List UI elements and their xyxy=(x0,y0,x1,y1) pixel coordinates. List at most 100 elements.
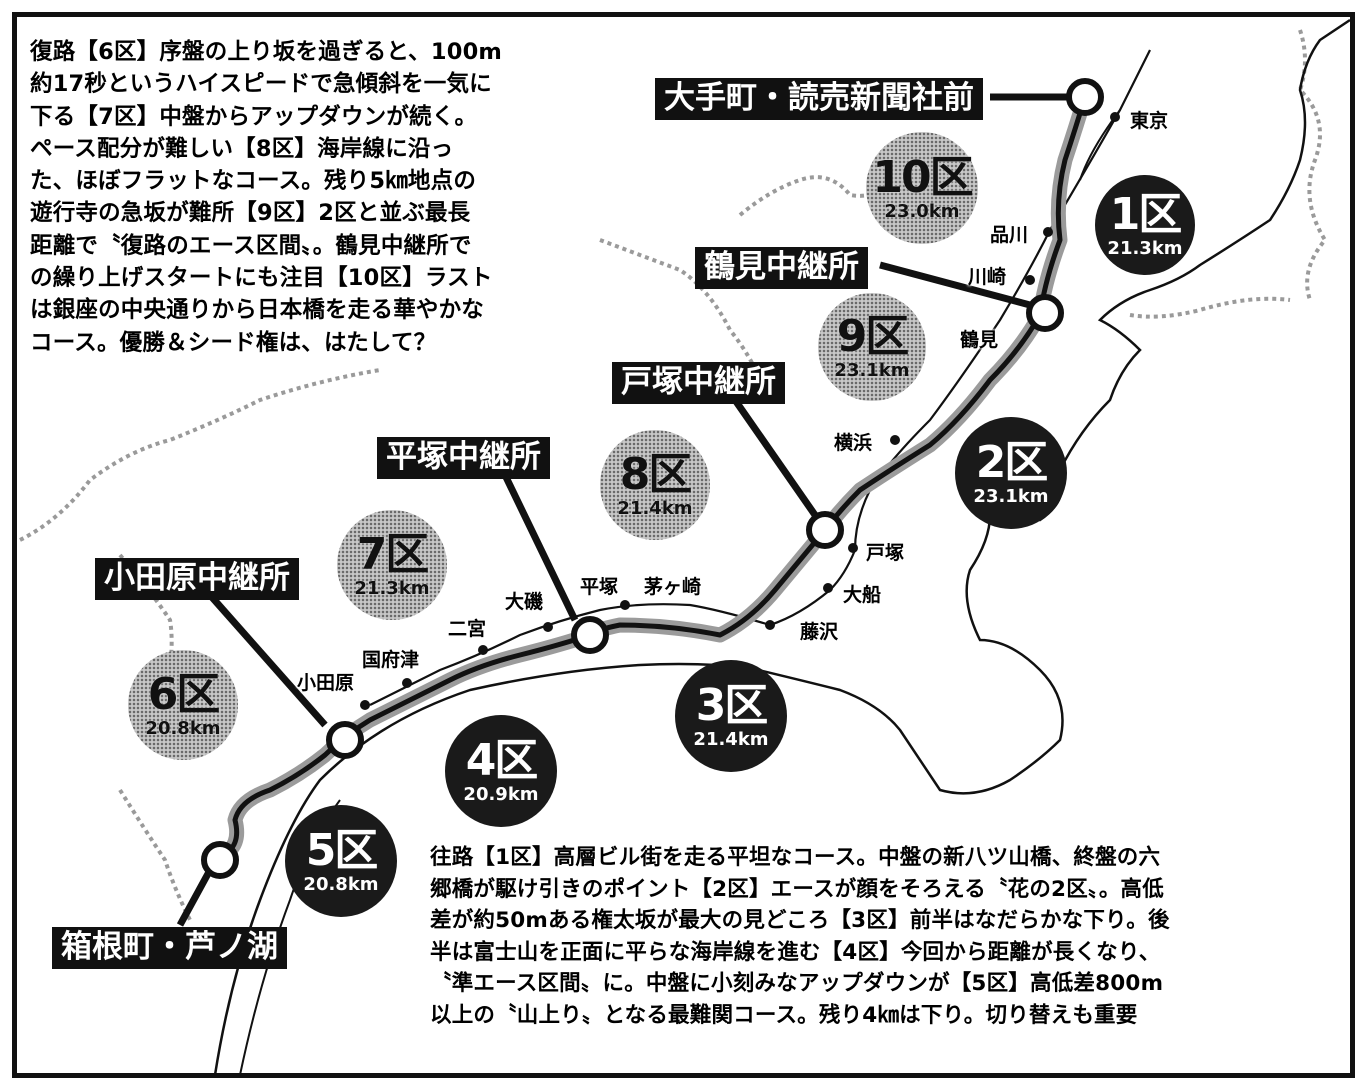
section-badge-2: 2区 23.1km xyxy=(955,417,1067,529)
relay-label-otemachi: 大手町・読売新聞社前 xyxy=(655,78,983,120)
return-line: 約17秒というハイスピードで急傾斜を一気に xyxy=(30,71,492,98)
leader-hakone xyxy=(176,868,214,927)
station-label-oiso: 大磯 xyxy=(505,591,544,613)
station-label-shinagawa: 品川 xyxy=(990,224,1029,246)
return-line: ペース配分が難しい【8区】海岸線に沿っ xyxy=(30,135,454,162)
section-4-distance: 20.9km xyxy=(463,783,539,805)
section-7-distance: 21.3km xyxy=(354,577,430,599)
section-1-label: 1区 xyxy=(1109,188,1183,240)
station-dot-ninomiya xyxy=(478,645,488,655)
section-badge-5: 5区 20.8km xyxy=(285,805,397,917)
relay-tsurumi-marker xyxy=(1026,294,1064,332)
leader-odawara xyxy=(207,592,328,728)
station-label-ofuna: 大船 xyxy=(843,584,882,606)
return-line: 距離で〝復路のエース区間〟。鶴見中継所で xyxy=(30,232,472,259)
leader-totsuka xyxy=(732,398,818,517)
relay-label-odawara: 小田原中継所 xyxy=(95,558,299,600)
return-course-description: 復路【6区】序盤の上り坂を過ぎると、100m 約17秒というハイスピードで急傾斜… xyxy=(30,36,502,359)
section-badge-1: 1区 21.3km xyxy=(1095,175,1195,275)
station-label-tsurumi: 鶴見 xyxy=(960,329,999,351)
return-line: 遊行寺の急坂が難所【9区】2区と並ぶ最長 xyxy=(30,200,471,227)
section-badge-7: 7区 21.3km xyxy=(337,510,447,620)
railway-line xyxy=(369,49,1151,706)
relay-hiratsuka-marker xyxy=(571,616,609,654)
section-9-label: 9区 xyxy=(836,310,910,362)
section-4-label: 4区 xyxy=(465,734,539,786)
station-dots xyxy=(360,112,1120,710)
station-label-kawasaki: 川崎 xyxy=(968,266,1007,288)
outbound-line: 差が約50mある権太坂が最大の見どころ【3区】前半はなだらかな下り。後 xyxy=(430,908,1170,933)
relay-circles xyxy=(201,78,1104,879)
relay-label-hakone: 箱根町・芦ノ湖 xyxy=(52,927,287,969)
section-10-distance: 23.0km xyxy=(884,200,960,222)
station-label-odawara: 小田原 xyxy=(297,672,355,694)
relay-label-hiratsuka: 平塚中継所 xyxy=(377,437,550,479)
station-dot-shinagawa xyxy=(1043,227,1053,237)
outbound-line: 往路【1区】高層ビル街を走る平坦なコース。中盤の新八ツ山橋、終盤の六 xyxy=(430,845,1161,870)
station-label-kozu: 国府津 xyxy=(362,649,420,671)
station-label-hiratsuka: 平塚 xyxy=(580,576,619,598)
leader-tsurumi xyxy=(879,261,1031,309)
station-dot-ofuna xyxy=(823,583,833,593)
station-dot-chigasaki xyxy=(620,600,630,610)
section-3-label: 3区 xyxy=(695,679,769,731)
coastline xyxy=(213,18,1351,1076)
section-5-distance: 20.8km xyxy=(303,873,379,895)
border-hakone xyxy=(118,788,192,921)
section-7-label: 7区 xyxy=(356,528,430,580)
outbound-course-description: 往路【1区】高層ビル街を走る平坦なコース。中盤の新八ツ山橋、終盤の六 郷橋が駆け… xyxy=(430,842,1170,1031)
return-line: の繰り上げスタートにも注目【10区】ラスト xyxy=(30,265,493,292)
section-badge-3: 3区 21.4km xyxy=(675,660,787,772)
leader-hiratsuka xyxy=(501,473,579,622)
section-badge-6: 6区 20.8km xyxy=(128,650,238,760)
section-3-distance: 21.4km xyxy=(693,728,769,750)
section-badge-10: 10区 23.0km xyxy=(866,132,978,244)
relay-otemachi-marker xyxy=(1066,78,1104,116)
relay-hakone-marker xyxy=(201,841,239,879)
station-dot-oiso xyxy=(543,622,553,632)
section-6-distance: 20.8km xyxy=(145,717,221,739)
outbound-line: 郷橋が駆け引きのポイント【2区】エースが顔をそろえる〝花の2区〟。高低 xyxy=(430,876,1164,902)
section-badge-4: 4区 20.9km xyxy=(445,715,557,827)
station-dot-yokohama xyxy=(890,435,900,445)
station-label-totsuka: 戸塚 xyxy=(866,542,905,564)
section-10-label: 10区 xyxy=(872,151,973,203)
section-badge-8: 8区 21.4km xyxy=(600,430,710,540)
return-line: た、ほぼフラットなコース。残り5㎞地点の xyxy=(30,168,477,195)
section-8-distance: 21.4km xyxy=(617,497,693,519)
return-line: 下る【7区】中盤からアップダウンが続く。 xyxy=(30,103,478,130)
border-tokyo-kanagawa xyxy=(1129,296,1291,319)
leader-lines xyxy=(176,93,1068,927)
station-dot-tokyo xyxy=(1110,112,1120,122)
station-label-ninomiya: 二宮 xyxy=(448,618,487,640)
border-west xyxy=(19,368,381,542)
station-label-tokyo: 東京 xyxy=(1130,110,1169,132)
relay-label-tsurumi: 鶴見中継所 xyxy=(695,247,868,289)
section-6-label: 6区 xyxy=(147,668,221,720)
relay-odawara-marker xyxy=(326,721,364,759)
section-badge-9: 9区 23.1km xyxy=(818,293,926,401)
station-dot-kawasaki xyxy=(1025,275,1035,285)
station-label-fujisawa: 藤沢 xyxy=(800,621,839,643)
return-line: 復路【6区】序盤の上り坂を過ぎると、100m xyxy=(30,39,503,65)
station-dot-totsuka xyxy=(848,543,858,553)
outbound-line: 以上の〝山上り〟となる最難関コース。残り4㎞は下り。切り替えも重要 xyxy=(430,1002,1138,1028)
return-line: は銀座の中央通りから日本橋を走る華やかな xyxy=(30,297,485,324)
station-dot-fujisawa xyxy=(765,620,775,630)
section-5-label: 5区 xyxy=(305,824,379,876)
station-label-chigasaki: 茅ヶ崎 xyxy=(644,576,702,598)
station-dot-kozu xyxy=(402,678,412,688)
return-line: コース。優勝＆シード権は、はたして？ xyxy=(30,329,437,356)
section-9-distance: 23.1km xyxy=(834,359,910,381)
section-1-distance: 21.3km xyxy=(1107,237,1183,259)
outbound-line: 半は富士山を正面に平らな海岸線を進む【4区】今回から距離が長くなり、 xyxy=(430,939,1161,965)
section-2-distance: 23.1km xyxy=(973,485,1049,507)
station-dot-odawara xyxy=(360,700,370,710)
relay-label-totsuka: 戸塚中継所 xyxy=(612,362,785,404)
relay-totsuka-marker xyxy=(806,511,844,549)
section-2-label: 2区 xyxy=(975,436,1049,488)
section-8-label: 8区 xyxy=(619,448,693,500)
outbound-line: 〝準エース区間〟に。中盤に小刻みなアップダウンが【5区】高低差800m xyxy=(430,971,1164,996)
station-label-yokohama: 横浜 xyxy=(834,432,873,454)
